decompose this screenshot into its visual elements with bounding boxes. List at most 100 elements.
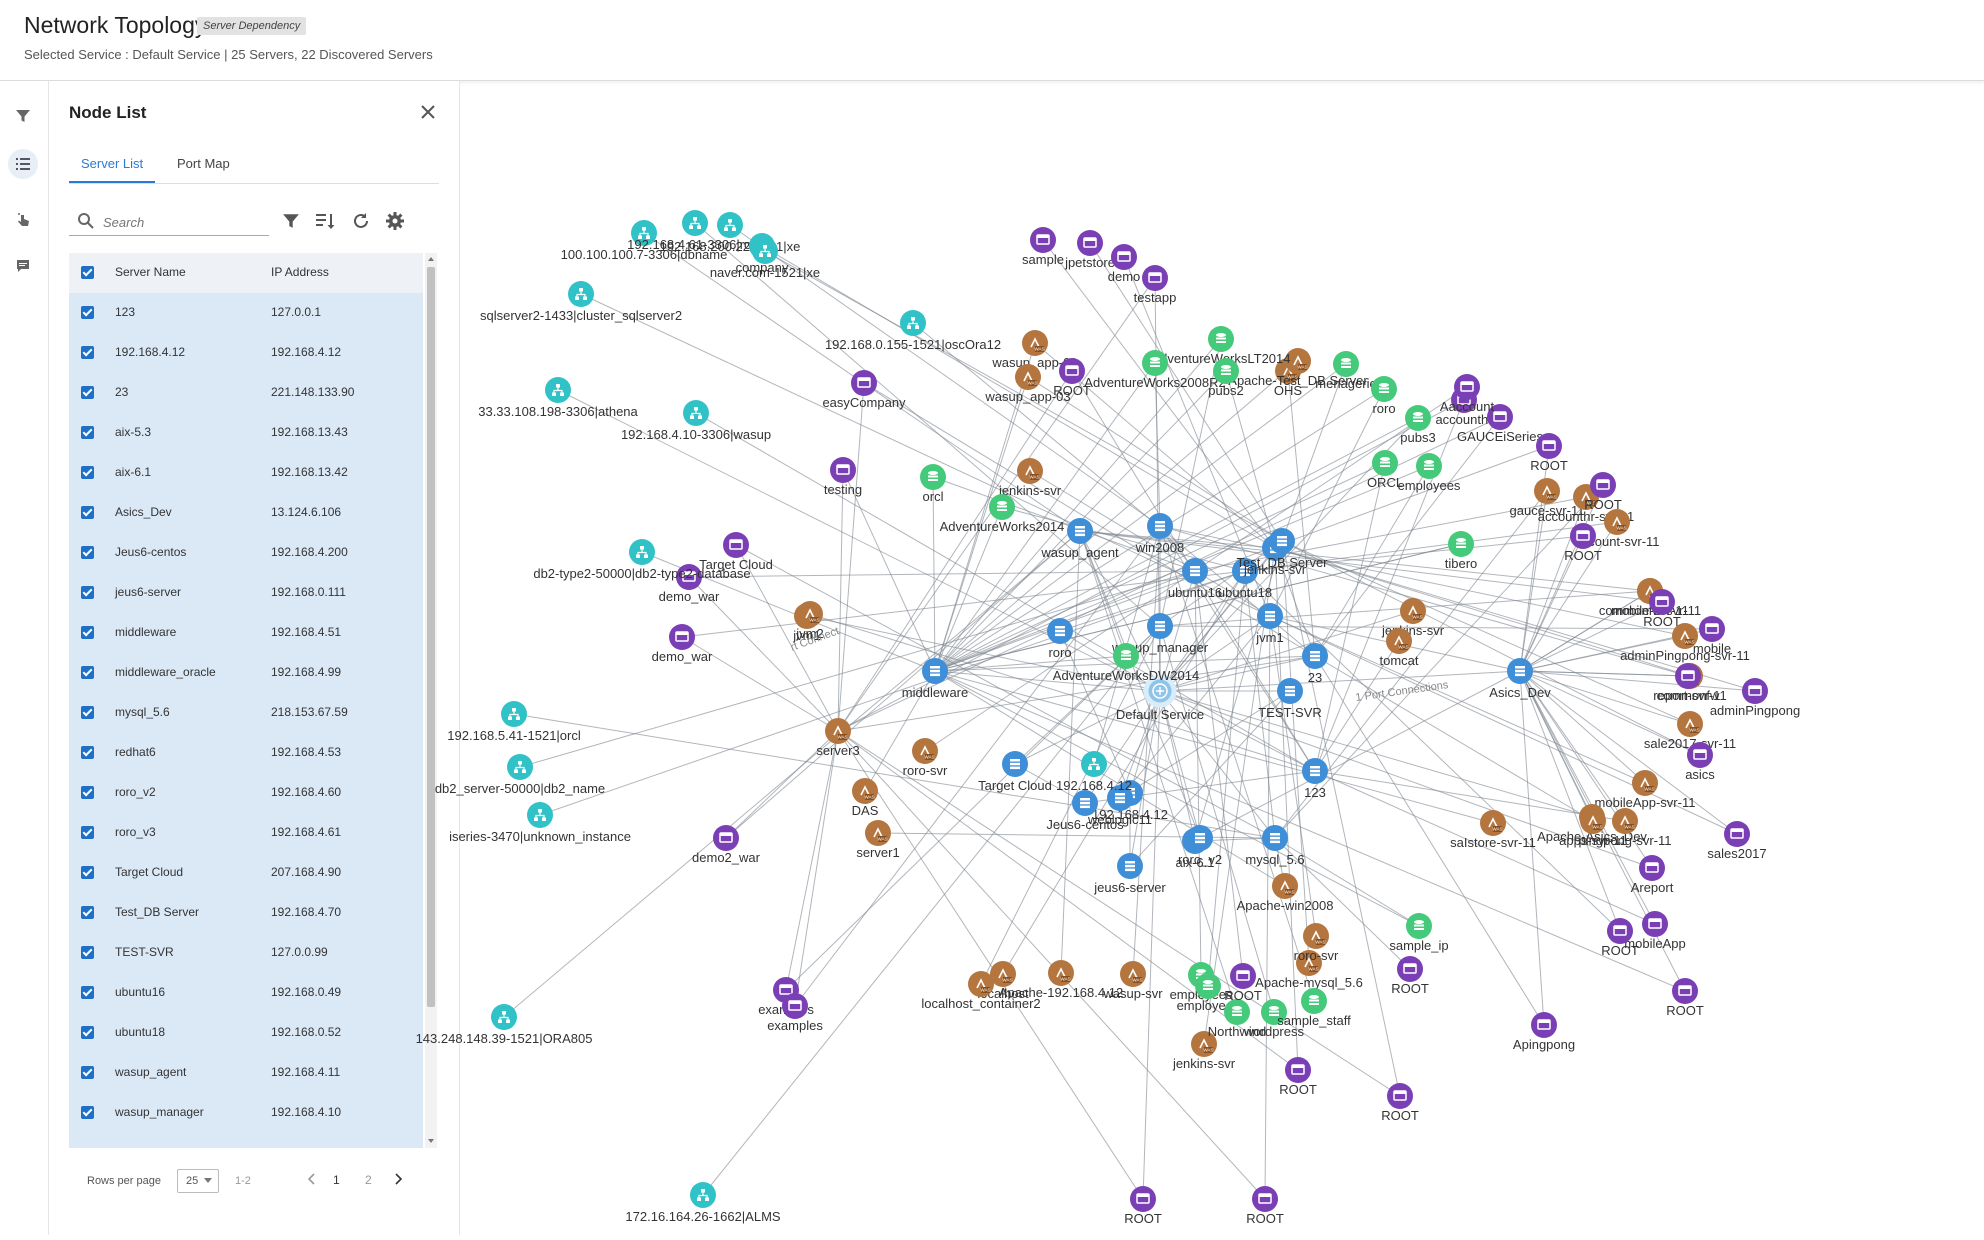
discovered-server-node[interactable]: iseries-3470|unknown_instance xyxy=(449,802,631,844)
dependency-edge[interactable] xyxy=(1519,670,1691,725)
web-app-node[interactable]: adminPingpong xyxy=(1710,678,1800,718)
dependency-edge[interactable] xyxy=(1314,655,1545,1026)
database-node[interactable]: orcl xyxy=(920,464,946,504)
web-app-node[interactable]: sample xyxy=(1022,227,1064,267)
sort-list-button[interactable] xyxy=(313,209,337,233)
refresh-button[interactable] xyxy=(349,209,373,233)
discovered-server-node[interactable]: 192.168.200.22-1521|xe xyxy=(660,212,801,254)
row-checkbox[interactable] xyxy=(81,386,94,399)
dependency-edge[interactable] xyxy=(1159,690,1201,839)
database-node[interactable]: menagerie xyxy=(1315,351,1377,391)
web-app-node[interactable]: sales2017 xyxy=(1707,821,1767,861)
dependency-edge[interactable] xyxy=(1129,690,1161,794)
dependency-edge[interactable] xyxy=(1159,690,1196,842)
web-app-node[interactable]: ROOT xyxy=(1584,472,1622,512)
dependency-edge[interactable] xyxy=(688,576,839,732)
server-node[interactable]: Test_DB Server xyxy=(1236,528,1328,570)
dependency-edge[interactable] xyxy=(1519,670,1701,756)
database-node[interactable]: sample_ip xyxy=(1389,913,1449,953)
dependency-edge[interactable] xyxy=(1084,690,1161,804)
dependency-edge[interactable] xyxy=(1314,770,1656,925)
tab-server-list[interactable]: Server List xyxy=(69,147,156,183)
dependency-edge[interactable] xyxy=(837,730,1299,1071)
dependency-edge[interactable] xyxy=(1159,670,1521,692)
dependency-edge[interactable] xyxy=(837,382,865,732)
dependency-edge[interactable] xyxy=(1059,570,1246,632)
dependency-edge[interactable] xyxy=(1079,530,1201,839)
dependency-edge[interactable] xyxy=(1159,655,1316,692)
dependency-edge[interactable] xyxy=(1519,484,1604,672)
database-node[interactable]: pubs2 xyxy=(1208,358,1244,398)
dependency-edge[interactable] xyxy=(932,476,1196,572)
web-app-node[interactable]: Aaccount xyxy=(1440,374,1495,414)
page-1-button[interactable]: 1 xyxy=(333,1173,340,1187)
dependency-edge[interactable] xyxy=(1274,547,1316,657)
dependency-edge[interactable] xyxy=(1314,640,1400,772)
row-checkbox[interactable] xyxy=(81,826,94,839)
discovered-server-node[interactable]: db2_server-50000|db2_name xyxy=(435,754,605,796)
dependency-edge[interactable] xyxy=(1194,496,1587,572)
dependency-edge[interactable] xyxy=(1281,363,1347,542)
server-node[interactable]: TEST-SVR xyxy=(1258,678,1322,720)
dependency-edge[interactable] xyxy=(1314,770,1626,822)
dependency-edge[interactable] xyxy=(1132,525,1161,975)
comment-rail-button[interactable] xyxy=(8,251,38,281)
dependency-edge[interactable] xyxy=(934,506,1003,672)
dependency-edge[interactable] xyxy=(539,570,1246,816)
database-node[interactable]: AdventureWorks2014 xyxy=(940,494,1065,534)
web-app-node[interactable]: ROOT xyxy=(1601,918,1639,958)
server-node[interactable]: 23 xyxy=(1302,643,1328,685)
dependency-edge[interactable] xyxy=(1225,370,1276,549)
dependency-edge[interactable] xyxy=(1119,690,1291,799)
dependency-edge[interactable] xyxy=(1199,670,1521,839)
database-node[interactable]: AdventureWorksDW2014 xyxy=(1053,643,1199,683)
dependency-edge[interactable] xyxy=(1519,670,1689,677)
dependency-edge[interactable] xyxy=(702,625,1161,1196)
dependency-edge[interactable] xyxy=(1244,570,1621,932)
web-app-node[interactable]: demo xyxy=(1108,244,1141,284)
database-node[interactable]: employees xyxy=(1398,453,1461,493)
tab-port-map[interactable]: Port Map xyxy=(177,156,230,171)
discovered-server-node[interactable]: 192.168.5.41-1521|orcl xyxy=(447,701,581,743)
dependency-edge[interactable] xyxy=(934,417,1419,672)
dependency-edge[interactable] xyxy=(1159,570,1246,692)
web-app-node[interactable]: demo_war xyxy=(652,624,713,664)
dependency-edge[interactable] xyxy=(1274,484,1604,839)
row-checkbox[interactable] xyxy=(81,986,94,999)
row-checkbox[interactable] xyxy=(81,1026,94,1039)
dependency-edge[interactable] xyxy=(1002,570,1246,975)
dependency-edge[interactable] xyxy=(932,476,936,672)
web-app-node[interactable]: ROOT xyxy=(1246,1186,1284,1226)
dependency-edge[interactable] xyxy=(1519,670,1545,1026)
database-node[interactable]: AdventureWorks2008R2 xyxy=(1084,350,1226,390)
server-node[interactable]: roro_v2 xyxy=(1178,825,1222,867)
dependency-edge[interactable] xyxy=(1519,670,1656,925)
discovered-server-node[interactable]: 192.168.4.10-3306|wasup xyxy=(621,400,771,442)
web-app-node[interactable]: asics xyxy=(1685,742,1715,782)
server-node[interactable]: Jeus6-centos xyxy=(1046,790,1124,832)
server-node[interactable]: ubuntu18 xyxy=(1218,558,1272,600)
server-node[interactable]: roro xyxy=(1047,618,1073,660)
web-app-node[interactable]: ROOT xyxy=(1530,433,1568,473)
row-checkbox[interactable] xyxy=(81,1106,94,1119)
dependency-edge[interactable] xyxy=(1269,615,1317,937)
dependency-edge[interactable] xyxy=(1244,535,1584,572)
filter-rail-button[interactable] xyxy=(8,101,38,131)
web-app-node[interactable]: ROOT xyxy=(1053,358,1091,398)
dependency-edge[interactable] xyxy=(877,832,1276,839)
web-app-node[interactable]: examples xyxy=(767,993,823,1033)
dependency-edge[interactable] xyxy=(1314,465,1430,657)
